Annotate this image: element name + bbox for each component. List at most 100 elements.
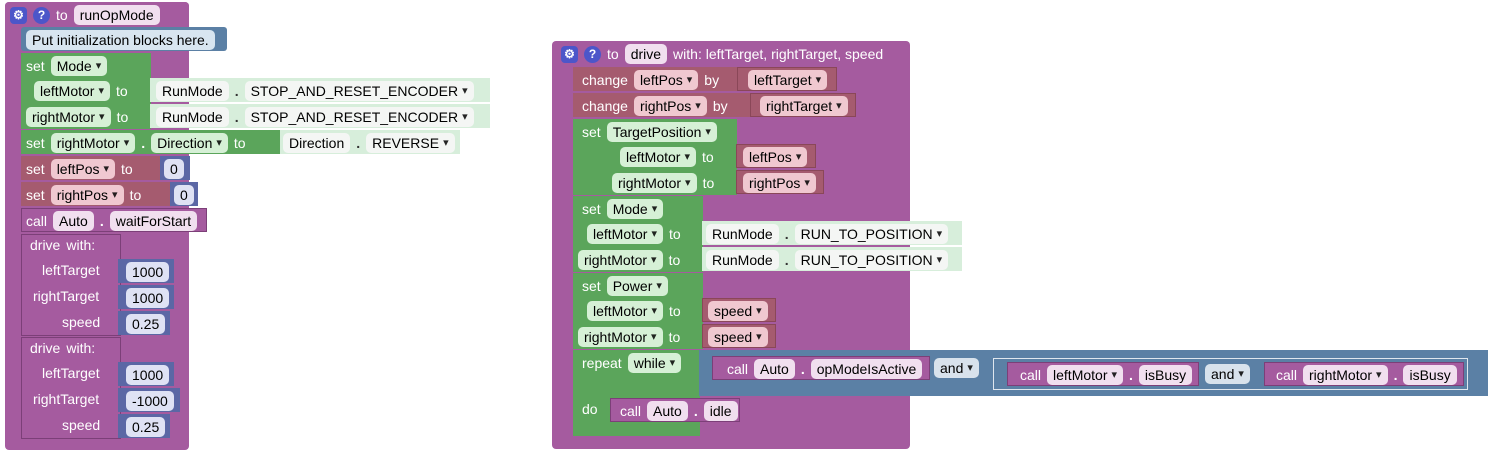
mode-property-dropdown[interactable]: Mode [606, 199, 664, 219]
and-operator-dropdown[interactable]: and [1205, 364, 1250, 384]
right-motor-dropdown[interactable]: rightMotor [578, 327, 663, 347]
call-keyword: call [727, 361, 749, 377]
gear-icon[interactable]: ⚙ [561, 45, 578, 63]
to-keyword: to [702, 175, 715, 191]
speed-param-label: speed [62, 314, 101, 330]
change-keyword: change [582, 98, 628, 114]
runmode-class-label: RunMode [706, 250, 779, 270]
drive-call-block-1[interactable] [21, 234, 121, 336]
drive-call-block-2[interactable] [21, 337, 121, 439]
right-motor-dropdown[interactable]: rightMotor [50, 133, 136, 153]
call-keyword: call [620, 403, 642, 419]
set-keyword: set [26, 58, 45, 74]
drive-keyword: drive [30, 340, 61, 356]
function-name-field[interactable]: runOpMode [73, 5, 160, 25]
righttarget-variable-dropdown[interactable]: rightTarget [760, 96, 848, 116]
call-keyword: call [1020, 367, 1042, 383]
help-icon[interactable]: ? [33, 6, 50, 24]
to-keyword: to [669, 226, 681, 242]
set-keyword: set [26, 161, 45, 177]
to-keyword: to [702, 149, 714, 165]
do-keyword: do [582, 401, 598, 417]
target-position-dropdown[interactable]: TargetPosition [606, 122, 717, 142]
set-keyword: set [582, 201, 601, 217]
direction-property-dropdown[interactable]: Direction [151, 133, 228, 153]
to-keyword: to [56, 7, 68, 23]
leftpos-variable-dropdown[interactable]: leftPos [743, 147, 808, 167]
reverse-dropdown[interactable]: REVERSE [366, 133, 455, 153]
is-busy-label: isBusy [1138, 365, 1193, 385]
number-field[interactable]: 1000 [126, 365, 170, 385]
to-keyword: to [121, 161, 133, 177]
set-keyword: set [582, 278, 601, 294]
left-motor-dropdown[interactable]: leftMotor [620, 147, 696, 167]
to-keyword: to [668, 252, 681, 268]
right-target-param-label: rightTarget [33, 391, 100, 407]
left-target-param-label: leftTarget [42, 262, 100, 278]
number-field[interactable]: 0 [174, 185, 194, 205]
runmode-class-label: RunMode [156, 107, 229, 127]
lefttarget-variable-dropdown[interactable]: leftTarget [748, 70, 828, 90]
with-keyword: with: [66, 340, 96, 356]
function-name-field[interactable]: drive [624, 44, 668, 64]
auto-class-label: Auto [647, 401, 688, 421]
number-field[interactable]: 1000 [126, 262, 170, 282]
help-icon[interactable]: ? [584, 45, 601, 63]
by-keyword: by [704, 72, 720, 88]
left-motor-dropdown[interactable]: leftMotor [1047, 365, 1124, 385]
is-busy-label: isBusy [1403, 365, 1457, 385]
rightpos-variable-dropdown[interactable]: rightPos [50, 185, 124, 205]
right-motor-dropdown[interactable]: rightMotor [612, 173, 697, 193]
while-mode-dropdown[interactable]: while [627, 353, 682, 373]
function-params-label: with: leftTarget, rightTarget, speed [673, 46, 884, 62]
rightpos-variable-dropdown[interactable]: rightPos [743, 173, 816, 193]
right-motor-dropdown[interactable]: rightMotor [26, 107, 111, 127]
call-keyword: call [26, 213, 48, 229]
speed-variable-dropdown[interactable]: speed [708, 327, 768, 347]
run-to-position-dropdown[interactable]: RUN_TO_POSITION [794, 250, 949, 270]
to-keyword: to [233, 135, 246, 151]
set-keyword: set [26, 187, 45, 203]
to-keyword: to [116, 109, 129, 125]
drive-keyword: drive [30, 237, 61, 253]
by-keyword: by [712, 98, 728, 114]
right-motor-dropdown[interactable]: rightMotor [578, 250, 663, 270]
set-keyword: set [582, 124, 601, 140]
speed-variable-dropdown[interactable]: speed [708, 301, 768, 321]
left-motor-dropdown[interactable]: leftMotor [587, 224, 663, 244]
run-to-position-dropdown[interactable]: RUN_TO_POSITION [794, 224, 949, 244]
left-target-param-label: leftTarget [42, 365, 100, 381]
number-field[interactable]: 0 [164, 159, 184, 179]
number-field[interactable]: 1000 [126, 288, 170, 308]
auto-class-label: Auto [53, 211, 94, 231]
to-keyword: to [669, 303, 681, 319]
left-motor-dropdown[interactable]: leftMotor [34, 81, 110, 101]
set-keyword: set [26, 135, 45, 151]
comment-text[interactable]: Put initialization blocks here. [26, 30, 215, 50]
with-keyword: with: [66, 237, 96, 253]
rightpos-variable-dropdown[interactable]: rightPos [633, 96, 707, 116]
gear-icon[interactable]: ⚙ [10, 6, 27, 24]
power-property-dropdown[interactable]: Power [606, 276, 668, 296]
stop-reset-encoder-dropdown[interactable]: STOP_AND_RESET_ENCODER [244, 107, 474, 127]
runmode-class-label: RunMode [156, 81, 229, 101]
right-motor-dropdown[interactable]: rightMotor [1303, 365, 1388, 385]
call-keyword: call [1276, 367, 1298, 383]
stop-reset-encoder-dropdown[interactable]: STOP_AND_RESET_ENCODER [244, 81, 474, 101]
to-keyword: to [116, 83, 128, 99]
left-motor-dropdown[interactable]: leftMotor [587, 301, 663, 321]
and-operator-dropdown[interactable]: and [934, 358, 979, 378]
op-mode-is-active-label: opModeIsActive [810, 359, 923, 379]
direction-class-label: Direction [283, 133, 351, 153]
leftpos-variable-dropdown[interactable]: leftPos [50, 159, 116, 179]
number-field[interactable]: -1000 [126, 391, 174, 411]
mode-property-dropdown[interactable]: Mode [50, 56, 108, 76]
leftpos-variable-dropdown[interactable]: leftPos [633, 70, 699, 90]
wait-for-start-label: waitForStart [109, 211, 198, 231]
number-field[interactable]: 0.25 [126, 417, 166, 437]
auto-class-label: Auto [754, 359, 795, 379]
right-target-param-label: rightTarget [33, 288, 100, 304]
number-field[interactable]: 0.25 [126, 314, 166, 334]
runmode-class-label: RunMode [706, 224, 779, 244]
repeat-keyword: repeat [582, 355, 622, 371]
